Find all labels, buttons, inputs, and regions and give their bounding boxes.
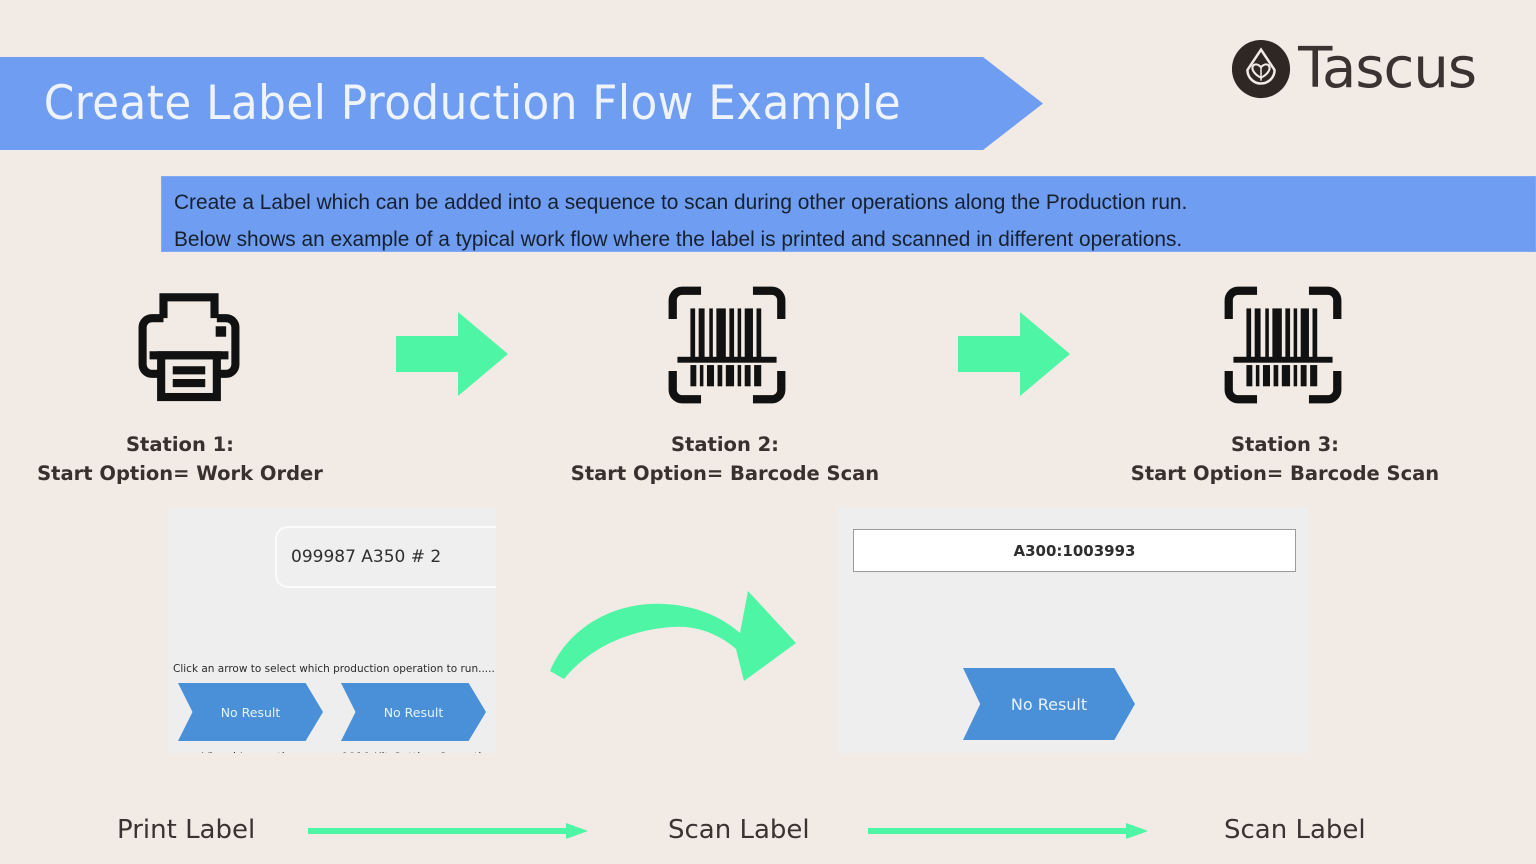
operation-hint-text: Click an arrow to select which productio… [173,663,495,675]
page-title: Create Label Production Flow Example [43,76,902,131]
green-right-arrow-icon [958,312,1070,396]
flow-label-scan-2: Scan Label [1224,815,1366,845]
title-banner: Create Label Production Flow Example [0,57,1043,150]
station-1-caption: Station 1: Start Option= Work Order [0,430,360,488]
green-line-arrow-icon [308,823,588,839]
station-2-caption: Station 2: Start Option= Barcode Scan [545,430,905,488]
green-curved-arrow-icon [550,591,796,681]
station-2-title: Station 2: [671,433,779,456]
work-order-input[interactable]: 099987 A350 # 2 [275,526,496,588]
scan-value: A300:1003993 [1013,541,1136,560]
operation-block-kit-cutting: No Result 0010 Kit Cutting Operation [341,683,496,753]
operation-status-chevron[interactable]: No Result [341,683,486,741]
green-right-arrow-icon [396,312,508,396]
station-1-screenshot-panel: 099987 A350 # 2 Click an arrow to select… [168,508,496,753]
operation-name-label: 0010 Kit Cutting Operation [341,750,496,753]
station-3-caption: Station 3: Start Option= Barcode Scan [1105,430,1465,488]
barcode-scan-icon [1224,286,1342,404]
flow-label-scan-1: Scan Label [668,815,810,845]
operation-name-label: Visual Inspection [178,750,323,753]
operation-chevron-row: No Result Visual Inspection No Result 00… [178,683,496,753]
station-2-start-option: Start Option= Barcode Scan [570,462,880,485]
station-3-title: Station 3: [1231,433,1339,456]
description-line-2: Below shows an example of a typical work… [174,227,1183,251]
description-line-1: Create a Label which can be added into a… [174,190,1188,214]
station-1-title: Station 1: [126,433,234,456]
brand-logo: Tascus [1230,36,1477,101]
operation-block-visual-inspection: No Result Visual Inspection [178,683,323,753]
barcode-scan-icon [668,286,786,404]
barcode-scan-input[interactable]: A300:1003993 [853,529,1296,572]
station-1-start-option: Start Option= Work Order [37,462,323,485]
description-band: Create a Label which can be added into a… [161,176,1536,252]
station-3-start-option: Start Option= Barcode Scan [1130,462,1440,485]
operation-status-chevron[interactable]: No Result [178,683,323,741]
logo-wordmark: Tascus [1298,36,1477,101]
operation-status-chevron[interactable]: No Result [963,668,1135,740]
printer-icon [138,293,240,402]
tascus-droplet-mark-icon [1232,39,1291,99]
green-line-arrow-icon [868,823,1148,839]
flow-label-print: Print Label [117,815,256,845]
station-3-screenshot-panel: A300:1003993 No Result [838,508,1308,753]
work-order-value: 099987 A350 # 2 [291,547,442,567]
